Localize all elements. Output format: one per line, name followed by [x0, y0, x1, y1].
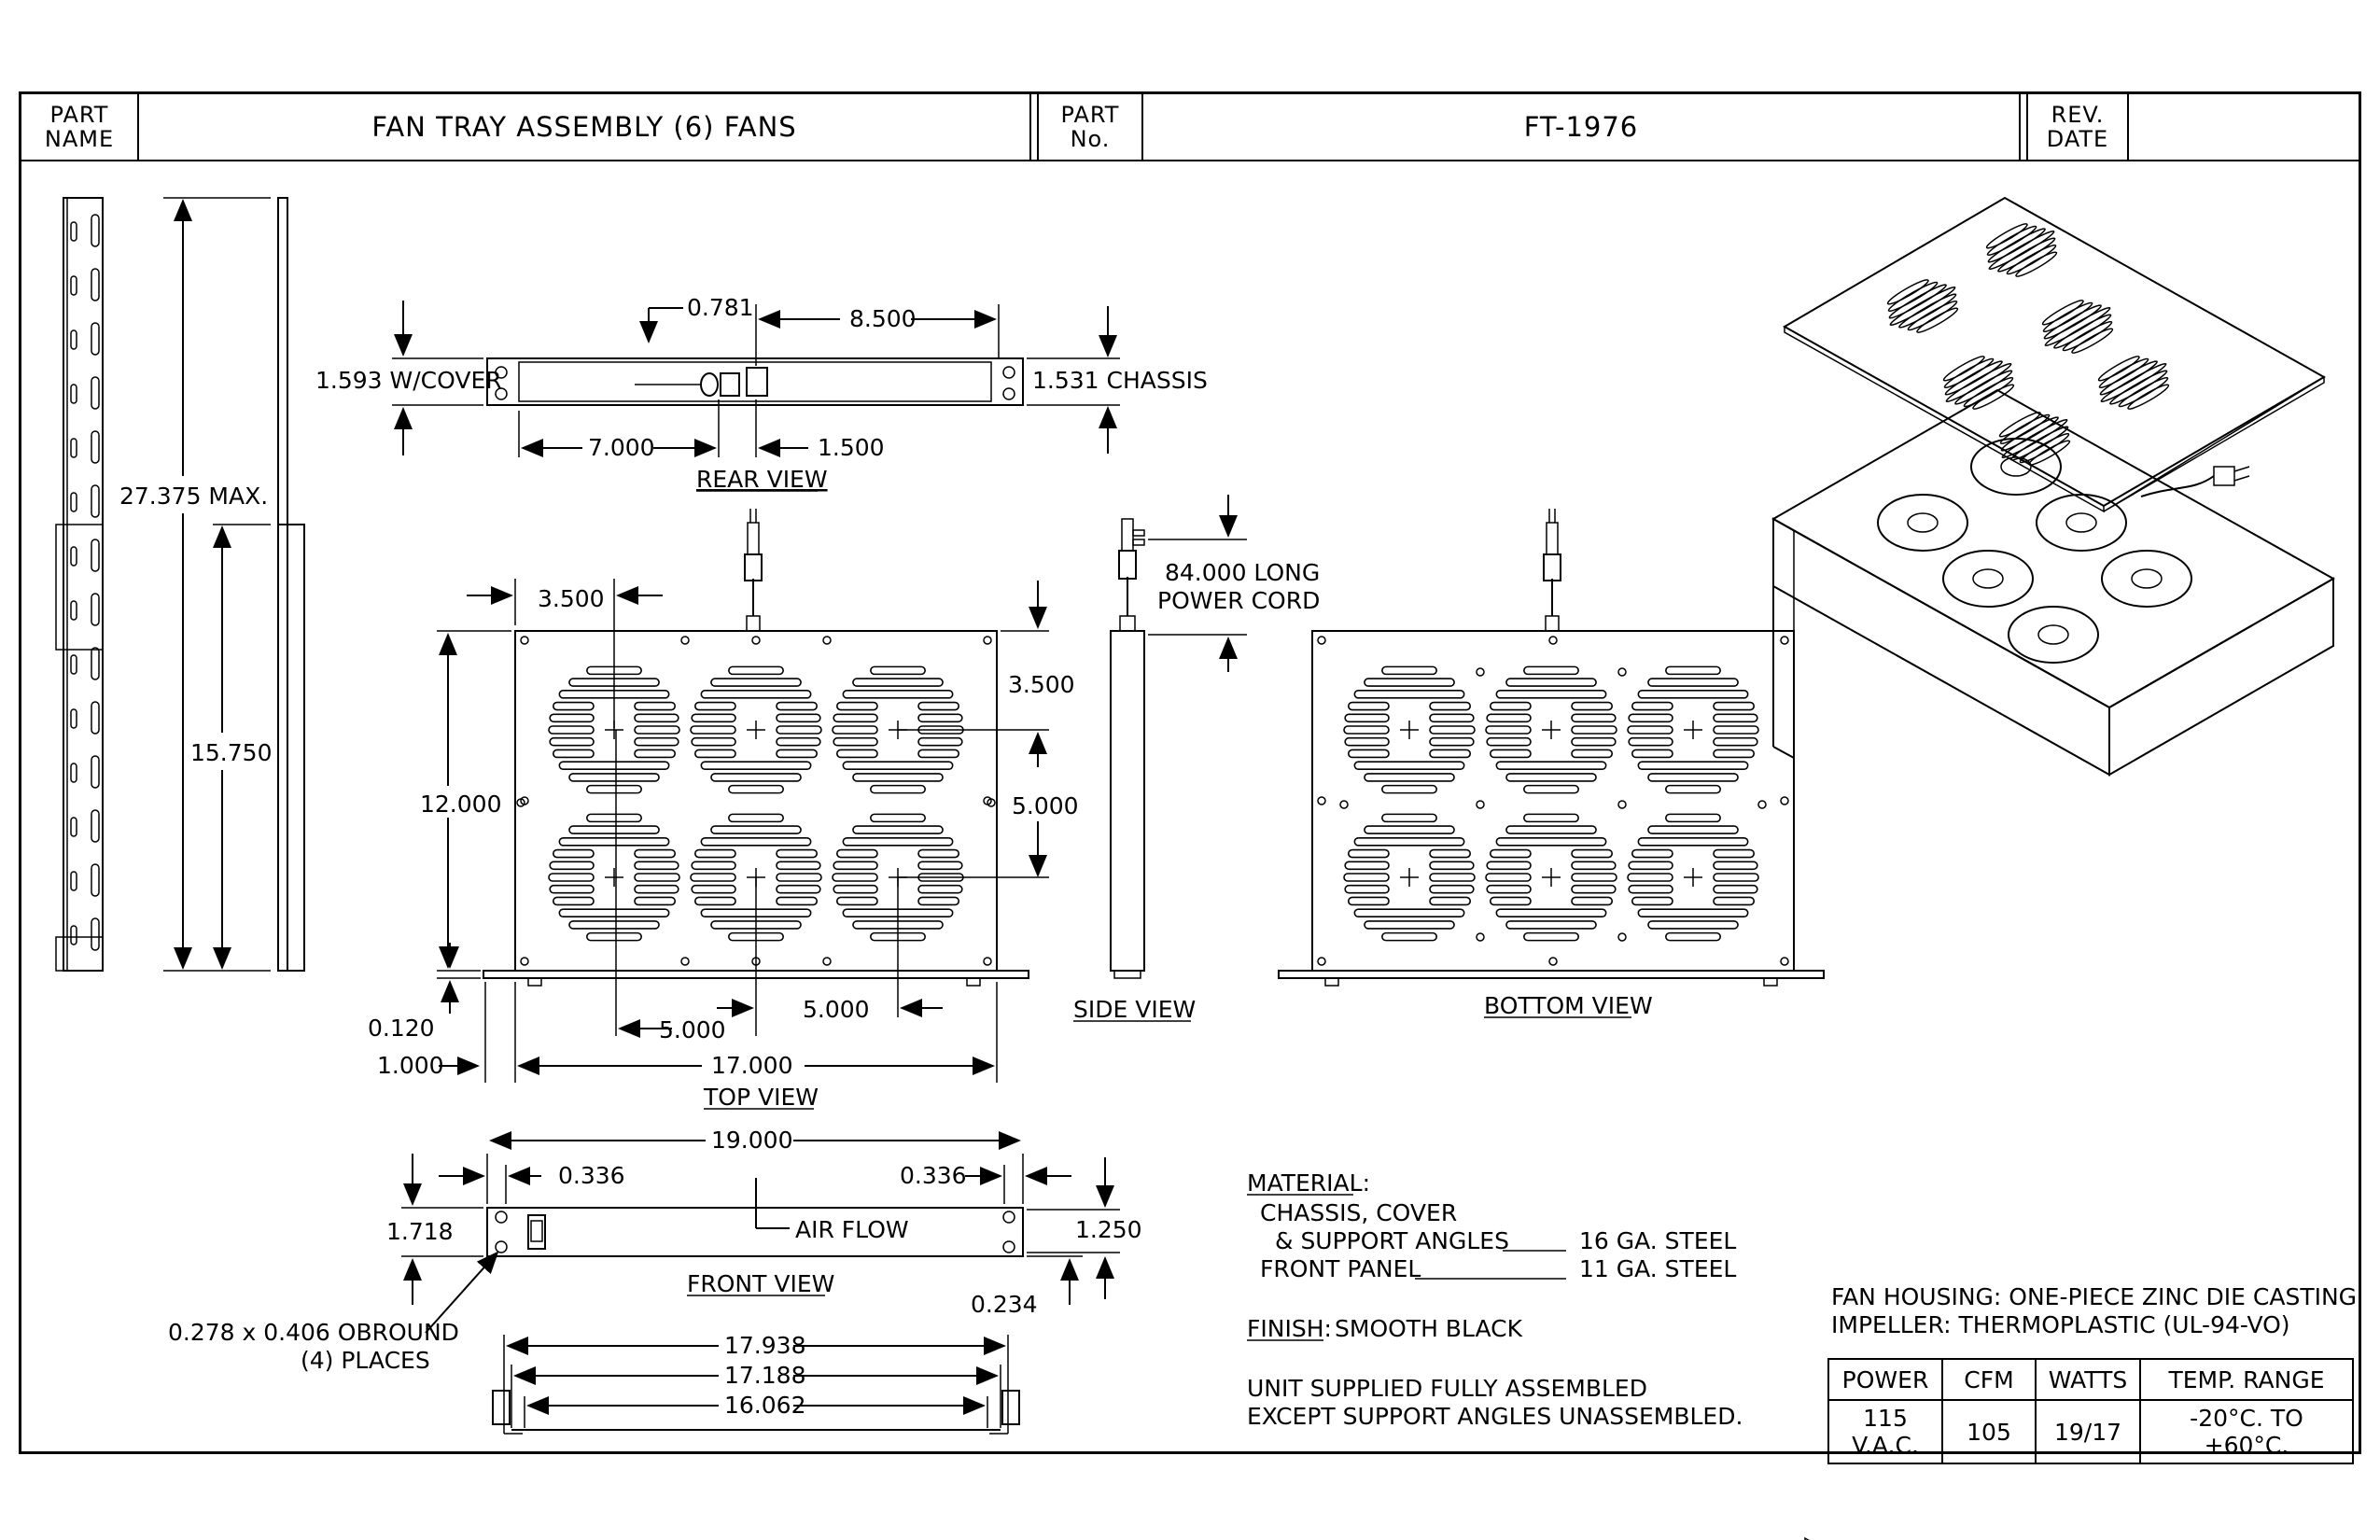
dim-0120: 0.120	[368, 1015, 435, 1042]
support-angles: & SUPPORT ANGLES	[1275, 1227, 1509, 1254]
dim-3500b: 3.500	[1008, 671, 1075, 698]
dim-0336a: 0.336	[558, 1162, 625, 1189]
fan-housing-note: FAN HOUSING: ONE-PIECE ZINC DIE CASTING	[1831, 1283, 2357, 1310]
dim-17000: 17.000	[711, 1052, 792, 1079]
dim-0336b: 0.336	[900, 1162, 967, 1189]
isometric-view	[1771, 196, 2336, 1540]
dim-0234: 0.234	[971, 1291, 1038, 1318]
supplied-line1: UNIT SUPPLIED FULLY ASSEMBLED	[1247, 1375, 1647, 1402]
spec-power: 115 V.A.C.	[1827, 1399, 1943, 1464]
part-name: FAN TRAY ASSEMBLY (6) FANS	[139, 94, 1031, 160]
spec-cfm: 105	[1941, 1399, 2037, 1464]
dim-1250: 1.250	[1075, 1216, 1142, 1243]
title-divider-2	[2021, 94, 2028, 160]
dim-17938: 17.938	[724, 1332, 805, 1359]
dim-1593: 1.593 W/COVER	[315, 367, 502, 394]
front-view: 19.000 0.336 0.336 1.718 1.250 0.234 AIR…	[168, 1127, 1142, 1374]
bottom-view: BOTTOM VIEW	[1278, 509, 1825, 1019]
dim-84000: 84.000 LONG	[1165, 559, 1320, 586]
places-label: (4) PLACES	[301, 1347, 430, 1374]
dim-5000v: 5.000	[1012, 792, 1079, 819]
dim-12000: 12.000	[420, 791, 501, 818]
rear-view-label: REAR VIEW	[696, 466, 828, 493]
dim-3500a: 3.500	[538, 585, 605, 612]
dim-1000: 1.000	[377, 1052, 444, 1079]
part-name-label: PART NAME	[21, 94, 139, 160]
power-cord-label: POWER CORD	[1157, 587, 1320, 614]
impeller-note: IMPELLER: THERMOPLASTIC (UL-94-VO)	[1831, 1311, 2290, 1338]
spec-header-temp: TEMP. RANGE	[2139, 1358, 2354, 1401]
chassis-cover: CHASSIS, COVER	[1260, 1199, 1457, 1226]
part-number: FT-1976	[1143, 94, 2021, 160]
top-view-label: TOP VIEW	[703, 1084, 819, 1111]
title-block: PART NAME FAN TRAY ASSEMBLY (6) FANS PAR…	[21, 94, 2359, 161]
spec-temp: -20°C. TO +60°C.	[2139, 1399, 2354, 1464]
part-no-label-line2: No.	[1070, 126, 1111, 152]
dim-1531: 1.531 CHASSIS	[1032, 367, 1208, 394]
support-angle-view: 27.375 MAX. 15.750	[55, 197, 305, 972]
supplied-line2: EXCEPT SUPPORT ANGLES UNASSEMBLED.	[1247, 1403, 1743, 1430]
part-name-label-line2: NAME	[44, 126, 115, 152]
front-panel-spec: 11 GA. STEEL	[1579, 1255, 1736, 1282]
top-view: 12.000 3.500 3.500 5.000 5.000 5.000 0.1…	[368, 509, 1079, 1111]
rev-label-line2: DATE	[2046, 126, 2109, 152]
dim-7000: 7.000	[588, 434, 655, 461]
side-view-label: SIDE VIEW	[1073, 996, 1196, 1023]
bottom-view-label: BOTTOM VIEW	[1484, 992, 1653, 1019]
front-view-label: FRONT VIEW	[687, 1270, 834, 1297]
spec-watts: 19/17	[2035, 1399, 2141, 1464]
dim-16062: 16.062	[724, 1392, 805, 1419]
part-no-label-line1: PART	[1060, 102, 1120, 128]
finish-value: SMOOTH BLACK	[1335, 1315, 1523, 1342]
part-name-label-line1: PART	[49, 102, 109, 128]
finish-title: FINISH:	[1247, 1315, 1332, 1342]
spec-header-cfm: CFM	[1941, 1358, 2037, 1401]
dim-17188: 17.188	[724, 1362, 805, 1389]
dim-5000b: 5.000	[803, 996, 870, 1023]
spec-header-power: POWER	[1827, 1358, 1943, 1401]
rev-date-label: REV. DATE	[2028, 94, 2129, 160]
spec-header-row: POWER CFM WATTS TEMP. RANGE	[1827, 1358, 2354, 1401]
dim-1500: 1.500	[818, 434, 885, 461]
dim-15750: 15.750	[190, 739, 272, 766]
title-divider	[1031, 94, 1039, 160]
air-flow-label: AIR FLOW	[795, 1216, 909, 1243]
dim-8500: 8.500	[849, 305, 917, 332]
material-notes: MATERIAL: CHASSIS, COVER & SUPPORT ANGLE…	[1247, 1169, 2357, 1430]
spec-table: POWER CFM WATTS TEMP. RANGE 115 V.A.C. 1…	[1827, 1358, 2354, 1464]
spec-header-watts: WATTS	[2035, 1358, 2141, 1401]
dim-1718: 1.718	[386, 1218, 454, 1245]
dim-5000a: 5.000	[659, 1016, 726, 1043]
dim-27375: 27.375 MAX.	[119, 483, 268, 510]
spec-value-row: 115 V.A.C. 105 19/17 -20°C. TO +60°C.	[1827, 1399, 2354, 1464]
width-view: 17.938 17.188 16.062	[492, 1332, 1020, 1435]
front-panel: FRONT PANEL	[1260, 1255, 1421, 1282]
part-no-label: PART No.	[1039, 94, 1143, 160]
rev-label-line1: REV.	[2051, 102, 2105, 128]
obround-label: 0.278 x 0.406 OBROUND	[168, 1319, 459, 1346]
support-angles-spec: 16 GA. STEEL	[1579, 1227, 1736, 1254]
dim-19000: 19.000	[711, 1127, 792, 1154]
material-title: MATERIAL:	[1247, 1169, 1370, 1197]
side-view: 84.000 LONG POWER CORD SIDE VIEW	[1073, 495, 1320, 1023]
rear-view: 1.593 W/COVER 1.531 CHASSIS 0.781 8.500 …	[315, 294, 1208, 493]
drawing-sheet: PART NAME FAN TRAY ASSEMBLY (6) FANS PAR…	[19, 91, 2361, 1454]
dim-0781: 0.781	[687, 294, 754, 321]
